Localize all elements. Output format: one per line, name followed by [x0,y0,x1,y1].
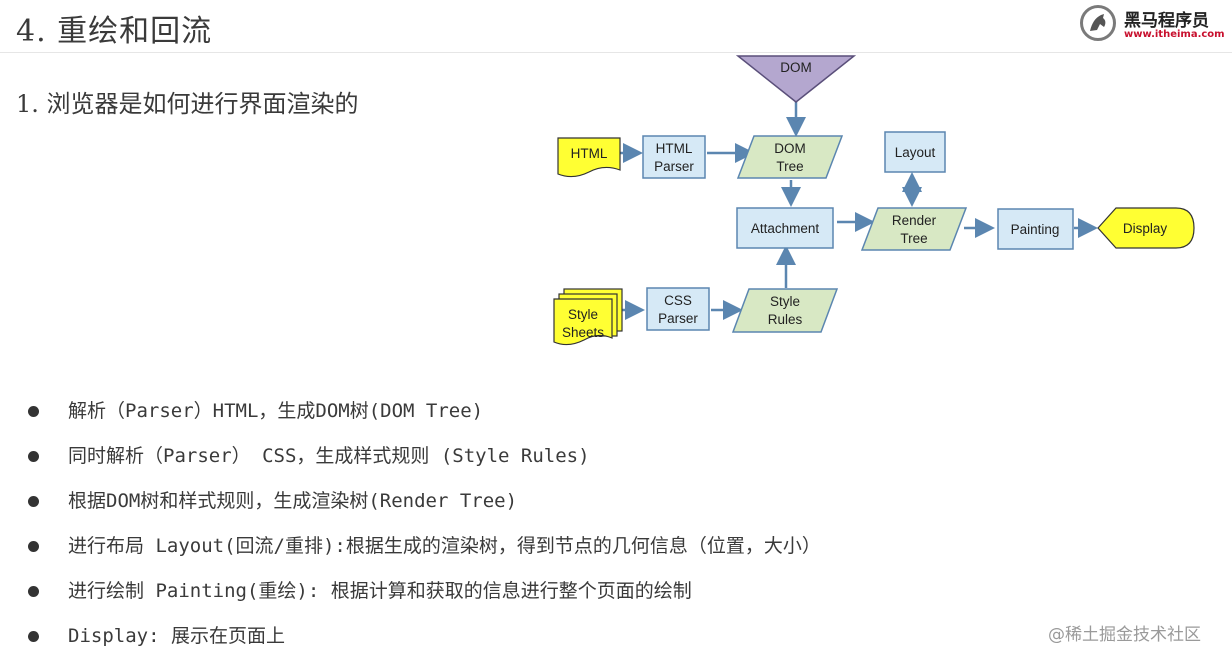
header-divider [0,52,1232,53]
logo-url: www.itheima.com [1124,29,1225,40]
list-item: 解析（Parser）HTML，生成DOM树(DOM Tree) [24,392,821,437]
node-html-parser-line1: HTML [656,141,693,156]
bullet-dot-icon [28,631,39,642]
section-subtitle: 1. 浏览器是如何进行界面渲染的 [16,90,359,118]
bullet-dot-icon [28,541,39,552]
list-item-text: 进行绘制 Painting(重绘): 根据计算和获取的信息进行整个页面的绘制 [68,580,692,602]
node-css-parser-line1: CSS [664,293,692,308]
bullet-dot-icon [28,496,39,507]
logo-name: 黑马程序员 [1124,11,1209,31]
node-attachment-label: Attachment [751,221,820,236]
node-html-label: HTML [571,146,608,161]
list-item: 同时解析（Parser） CSS，生成样式规则 (Style Rules) [24,437,821,482]
node-dom-label: DOM [780,60,812,75]
node-display: Display [1097,207,1195,249]
list-item: 进行绘制 Painting(重绘): 根据计算和获取的信息进行整个页面的绘制 [24,572,821,617]
node-dom: DOM [735,55,857,103]
list-item: 进行布局 Layout(回流/重排):根据生成的渲染树，得到节点的几何信息（位置… [24,527,821,572]
node-html-parser: HTML Parser [642,135,706,179]
node-render-tree-line2: Tree [900,231,927,246]
node-layout-label: Layout [895,145,936,160]
bullet-dot-icon [28,586,39,597]
watermark: @稀土掘金技术社区 [1048,625,1201,645]
node-html-parser-line2: Parser [654,159,694,174]
list-item-text: 解析（Parser）HTML，生成DOM树(DOM Tree) [68,400,484,422]
node-painting-label: Painting [1011,222,1060,237]
node-style-rules-line2: Rules [768,312,803,327]
list-item: 根据DOM树和样式规则，生成渲染树(Render Tree) [24,482,821,527]
node-dom-tree-line1: DOM [774,141,806,156]
node-attachment: Attachment [736,207,834,249]
list-item-text: 根据DOM树和样式规则，生成渲染树(Render Tree) [68,490,518,512]
node-css-parser: CSS Parser [646,287,710,331]
node-style-sheets-line1: Style [568,307,598,322]
list-item-text: 进行布局 Layout(回流/重排):根据生成的渲染树，得到节点的几何信息（位置… [68,535,821,557]
node-dom-tree-line2: Tree [776,159,803,174]
bullet-dot-icon [28,406,39,417]
node-html: HTML [557,137,621,178]
node-render-tree: Render Tree [860,207,968,251]
node-css-parser-line2: Parser [658,311,698,326]
horse-logo-icon [1080,5,1116,41]
node-display-label: Display [1123,221,1168,236]
bullet-list: 解析（Parser）HTML，生成DOM树(DOM Tree) 同时解析（Par… [24,392,821,662]
list-item: Display: 展示在页面上 [24,617,821,662]
brand-logo: 黑马程序员 www.itheima.com [1078,2,1228,46]
node-layout: Layout [884,131,946,173]
node-style-sheets: Style Sheets [553,288,623,346]
node-painting: Painting [997,208,1074,250]
node-render-tree-line1: Render [892,213,937,228]
node-style-sheets-line2: Sheets [562,325,604,340]
node-style-rules-line1: Style [770,294,800,309]
slide-title: 4. 重绘和回流 [16,14,213,49]
list-item-text: 同时解析（Parser） CSS，生成样式规则 (Style Rules) [68,445,590,467]
list-item-text: Display: 展示在页面上 [68,625,285,647]
render-pipeline-diagram: DOM HTML HTML Parser DOM Tree Layout Att… [553,55,1195,346]
node-style-rules: Style Rules [731,288,839,333]
bullet-dot-icon [28,451,39,462]
diagram-connectors [620,102,1098,320]
node-dom-tree: DOM Tree [736,135,844,179]
